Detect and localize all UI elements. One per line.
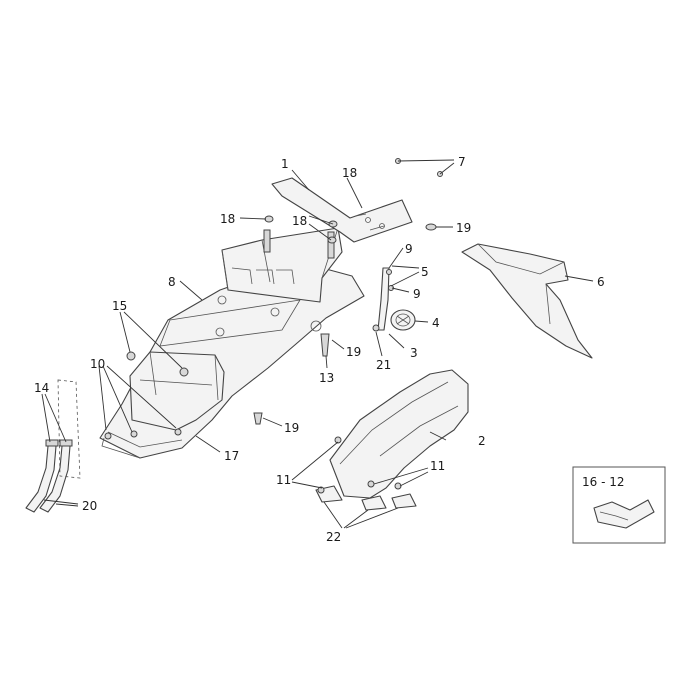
leader-lines	[41, 159, 594, 529]
callout-labels: 1 2 3 4 5 6 7 8 9 9 10 11 11 13 14 15 17…	[34, 155, 605, 544]
callout-4: 4	[432, 316, 440, 330]
callout-5: 5	[421, 265, 429, 279]
callout-9-lower: 9	[413, 287, 421, 301]
rear-mudguard-part	[315, 369, 469, 511]
callout-3: 3	[410, 346, 418, 360]
callout-21: 21	[376, 358, 391, 372]
callout-18-middle: 18	[292, 214, 307, 228]
callout-1: 1	[281, 157, 289, 171]
callout-8: 8	[168, 275, 176, 289]
callout-17: 17	[224, 449, 239, 463]
callout-20: 20	[82, 499, 97, 513]
callout-14: 14	[34, 381, 49, 395]
callout-2: 2	[478, 434, 486, 448]
callout-7: 7	[458, 155, 466, 169]
callout-11-right: 11	[430, 459, 445, 473]
license-plate-bracket-part	[271, 177, 413, 243]
callout-19-middle: 19	[346, 345, 361, 359]
undertray-part	[99, 227, 365, 459]
callout-19-lower: 19	[284, 421, 299, 435]
callout-18-left: 18	[220, 212, 235, 226]
drain-hoses-part	[25, 379, 81, 513]
callout-13: 13	[319, 371, 334, 385]
hardware-parts	[126, 158, 443, 425]
inset-label: 16 - 12	[582, 475, 625, 489]
inset-detail-box: 16 - 12	[572, 466, 666, 544]
rear-flap-part	[461, 243, 593, 359]
callout-11-left: 11	[276, 473, 291, 487]
callout-19-top: 19	[456, 221, 471, 235]
callout-6: 6	[597, 275, 605, 289]
callout-15: 15	[112, 299, 127, 313]
callout-18-top: 18	[342, 166, 357, 180]
callout-22: 22	[326, 530, 341, 544]
callout-10: 10	[90, 357, 105, 371]
callout-9-upper: 9	[405, 242, 413, 256]
